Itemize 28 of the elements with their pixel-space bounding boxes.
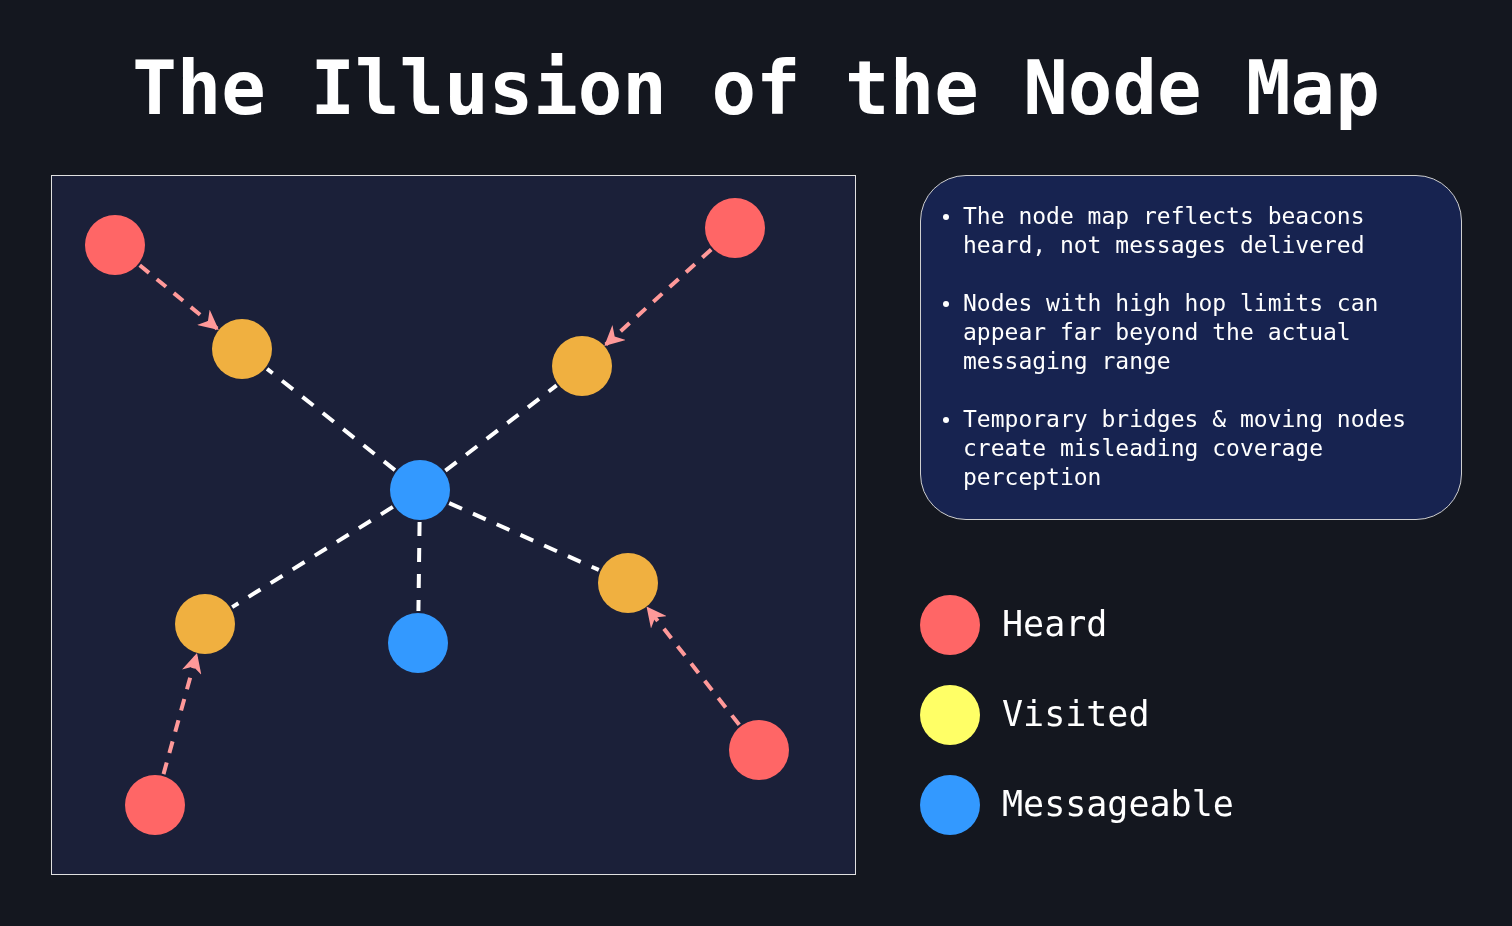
map-node-circle	[125, 775, 185, 835]
node-map-panel	[51, 175, 856, 875]
dashed-link-line	[444, 383, 558, 473]
bullet-point: The node map reflects beacons heard, not messages delivered	[963, 202, 1366, 260]
map-node-circle	[85, 215, 145, 275]
diagram-title: The Illusion of the Node Map	[131, 44, 1381, 133]
map-node-circle	[552, 336, 612, 396]
map-node-circle	[388, 613, 448, 673]
legend-label: Heard	[1002, 604, 1108, 644]
legend-label: Visited	[1002, 694, 1150, 734]
dashed-arrow	[138, 263, 219, 331]
dashed-link-line	[416, 521, 422, 612]
map-node-circle	[598, 553, 658, 613]
map-node-circle	[729, 720, 789, 780]
dashed-link-line	[231, 505, 394, 609]
map-node-circle	[390, 460, 450, 520]
map-node-circle	[705, 198, 765, 258]
dashed-arrow	[646, 606, 741, 727]
dashed-arrow	[604, 247, 713, 347]
dashed-link-line	[265, 367, 397, 472]
dashed-link-line	[448, 501, 600, 572]
bullet-point: Nodes with high hop limits can appear far beyond the actual messaging range	[963, 289, 1380, 376]
notes-box	[920, 175, 1462, 520]
map-node-circle	[175, 594, 235, 654]
dashed-arrow	[161, 652, 202, 775]
legend-label: Messageable	[1002, 784, 1234, 824]
map-node-circle	[212, 319, 272, 379]
bullet-point: Temporary bridges & moving nodes create misleading coverage perception	[963, 405, 1408, 492]
